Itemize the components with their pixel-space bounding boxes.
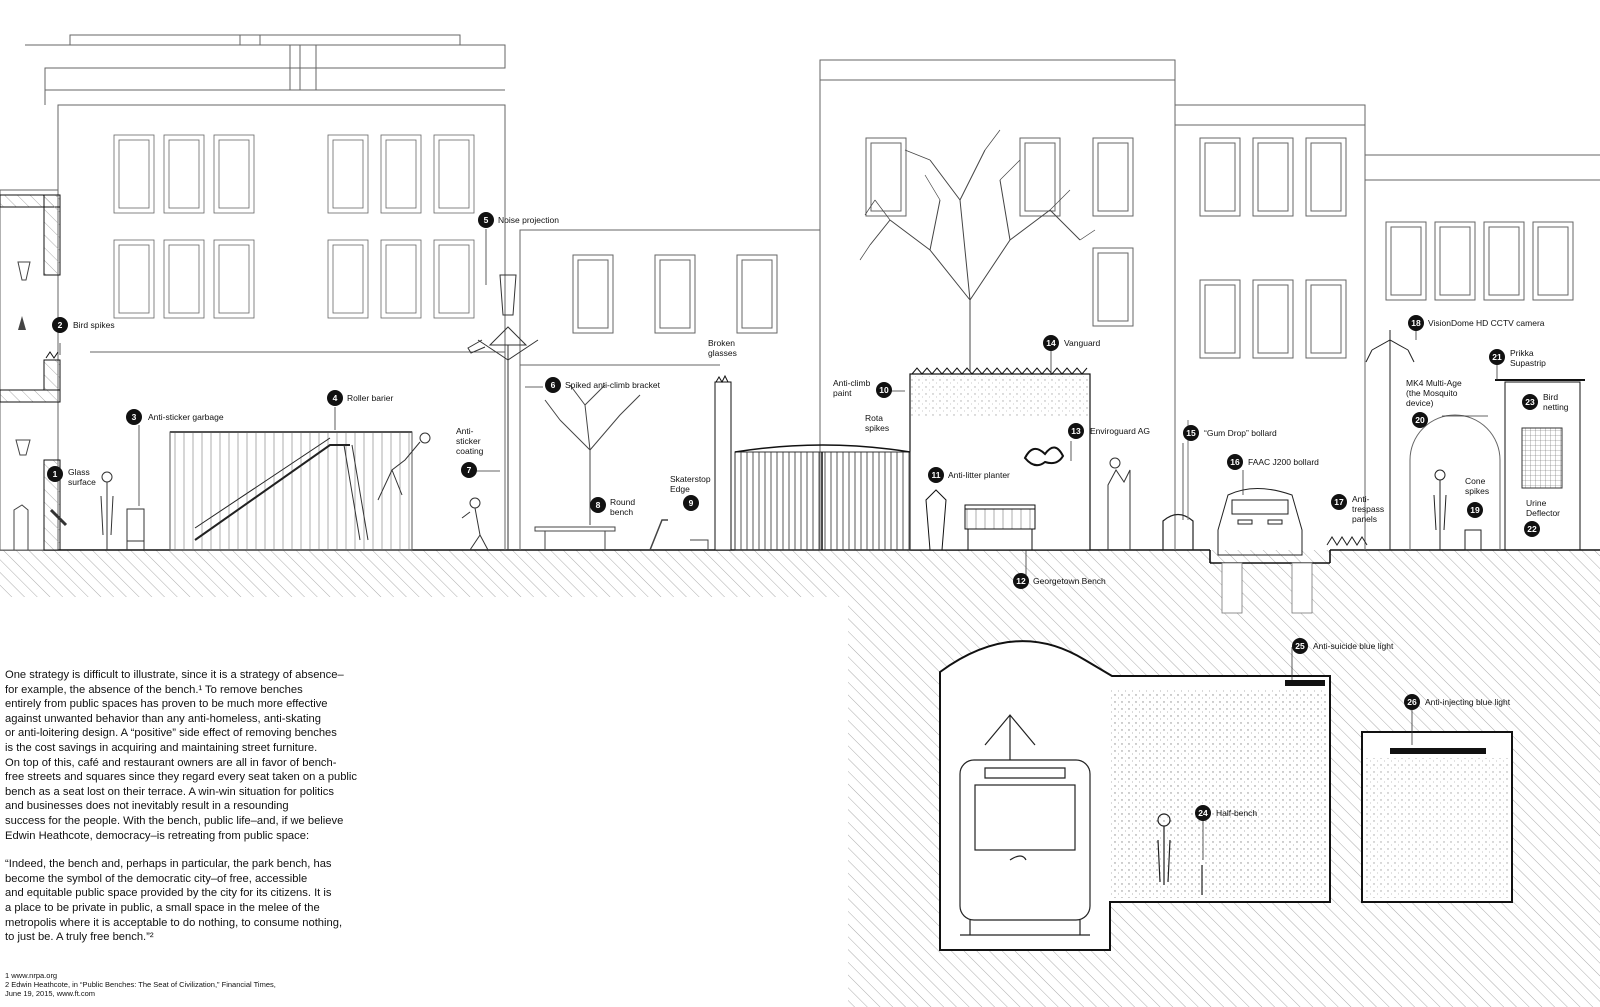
callout-number: 15: [1183, 425, 1199, 441]
footnote-1: 1 www.nrpa.org: [5, 971, 58, 980]
callout-label: Anti-sticker garbage: [148, 412, 224, 422]
callout-label: Roller barier: [347, 393, 394, 403]
callout-label: Glass surface: [68, 467, 96, 487]
metro-tunnel: [939, 640, 1513, 951]
callout-number: 8: [590, 497, 606, 513]
building-right-2: [1364, 154, 1600, 551]
callout-label: Prikka Supastrip: [1510, 348, 1546, 368]
center-wall: [909, 367, 1131, 551]
footnotes: 1 www.nrpa.org 2 Edwin Heathcote, in “Pu…: [5, 971, 276, 999]
essay-paragraph: One strategy is difficult to illustrate,…: [5, 669, 357, 842]
callout-label: Anti-climb paint: [833, 378, 871, 398]
callout-label: Skaterstop Edge: [670, 474, 711, 494]
broken-glass-pier: [714, 374, 732, 551]
callout-label: MK4 Multi-Age (the Mosquito device): [1406, 378, 1462, 408]
callout-number: 25: [1292, 638, 1308, 654]
callout-label: Georgetown Bench: [1033, 576, 1106, 586]
callout-label: VisionDome HD CCTV camera: [1428, 318, 1545, 328]
callout-number: 7: [461, 462, 477, 478]
callout-number: 6: [545, 377, 561, 393]
callout-number: 5: [478, 212, 494, 228]
rota-spikes-label: Rota spikes: [865, 413, 890, 433]
leader-lines: [59, 229, 1498, 860]
callout-label: Anti- trespass panels: [1352, 494, 1385, 524]
callout-number: 1: [47, 466, 63, 482]
roller-barrier: [169, 431, 431, 551]
callout-number: 19: [1467, 502, 1483, 518]
callout-label: Cone spikes: [1465, 476, 1490, 496]
callout-number: 12: [1013, 573, 1029, 589]
callout-label: Spiked anti-climb bracket: [565, 380, 660, 390]
callout-number: 16: [1227, 454, 1243, 470]
callout-label: FAAC J200 bollard: [1248, 457, 1319, 467]
callout-number: 11: [928, 467, 944, 483]
bollards-car: [1162, 330, 1482, 556]
callout-label: Vanguard: [1064, 338, 1101, 348]
callout-label: Anti-injecting blue light: [1425, 697, 1511, 707]
callout-number: 17: [1331, 494, 1347, 510]
round-bench-tree: [534, 384, 709, 551]
essay-quote: “Indeed, the bench and, perhaps in parti…: [5, 858, 343, 944]
footnote-2: 2 Edwin Heathcote, in “Public Benches: T…: [5, 980, 276, 990]
callout-label: Bird netting: [1543, 392, 1569, 412]
callout-label: Bird spikes: [73, 320, 115, 330]
callout-label: Anti- sticker coating: [456, 426, 484, 456]
figures-left: [49, 471, 489, 551]
callout-number: 20: [1412, 412, 1428, 428]
callout-number: 18: [1408, 315, 1424, 331]
callout-label: Urine Deflector: [1526, 498, 1561, 518]
callout-number: 21: [1489, 349, 1505, 365]
callout-label: Half-bench: [1216, 808, 1258, 818]
callout-number: 23: [1522, 394, 1538, 410]
callout-number: 3: [126, 409, 142, 425]
callout-number: 10: [876, 382, 892, 398]
callout-label: Noise projection: [498, 215, 559, 225]
footnote-2-cont: June 19, 2015, www.ft.com: [5, 989, 96, 999]
callout-number: 2: [52, 317, 68, 333]
callout-number: 13: [1068, 423, 1084, 439]
lamp-post-noise: [467, 274, 539, 550]
callout-number: 4: [327, 390, 343, 406]
callout-label: Round bench: [610, 497, 636, 517]
left-facade-section: [0, 194, 61, 551]
callout-label: Anti-suicide blue light: [1313, 641, 1394, 651]
essay-text: One strategy is difficult to illustrate,…: [5, 668, 385, 945]
callout-number: 24: [1195, 805, 1211, 821]
building-right-1: [1174, 104, 1366, 550]
broken-glasses-label: Broken glasses: [708, 338, 737, 358]
callout-number: 22: [1524, 521, 1540, 537]
callout-number: 14: [1043, 335, 1059, 351]
callout-label: Anti-litter planter: [948, 470, 1010, 480]
callout-label: “Gum Drop” bollard: [1204, 428, 1277, 438]
callout-number: 9: [683, 495, 699, 511]
iron-gate: [734, 444, 911, 551]
callout-number: 26: [1404, 694, 1420, 710]
callout-label: Enviroguard AG: [1090, 426, 1151, 436]
tree-large: [859, 129, 1096, 372]
